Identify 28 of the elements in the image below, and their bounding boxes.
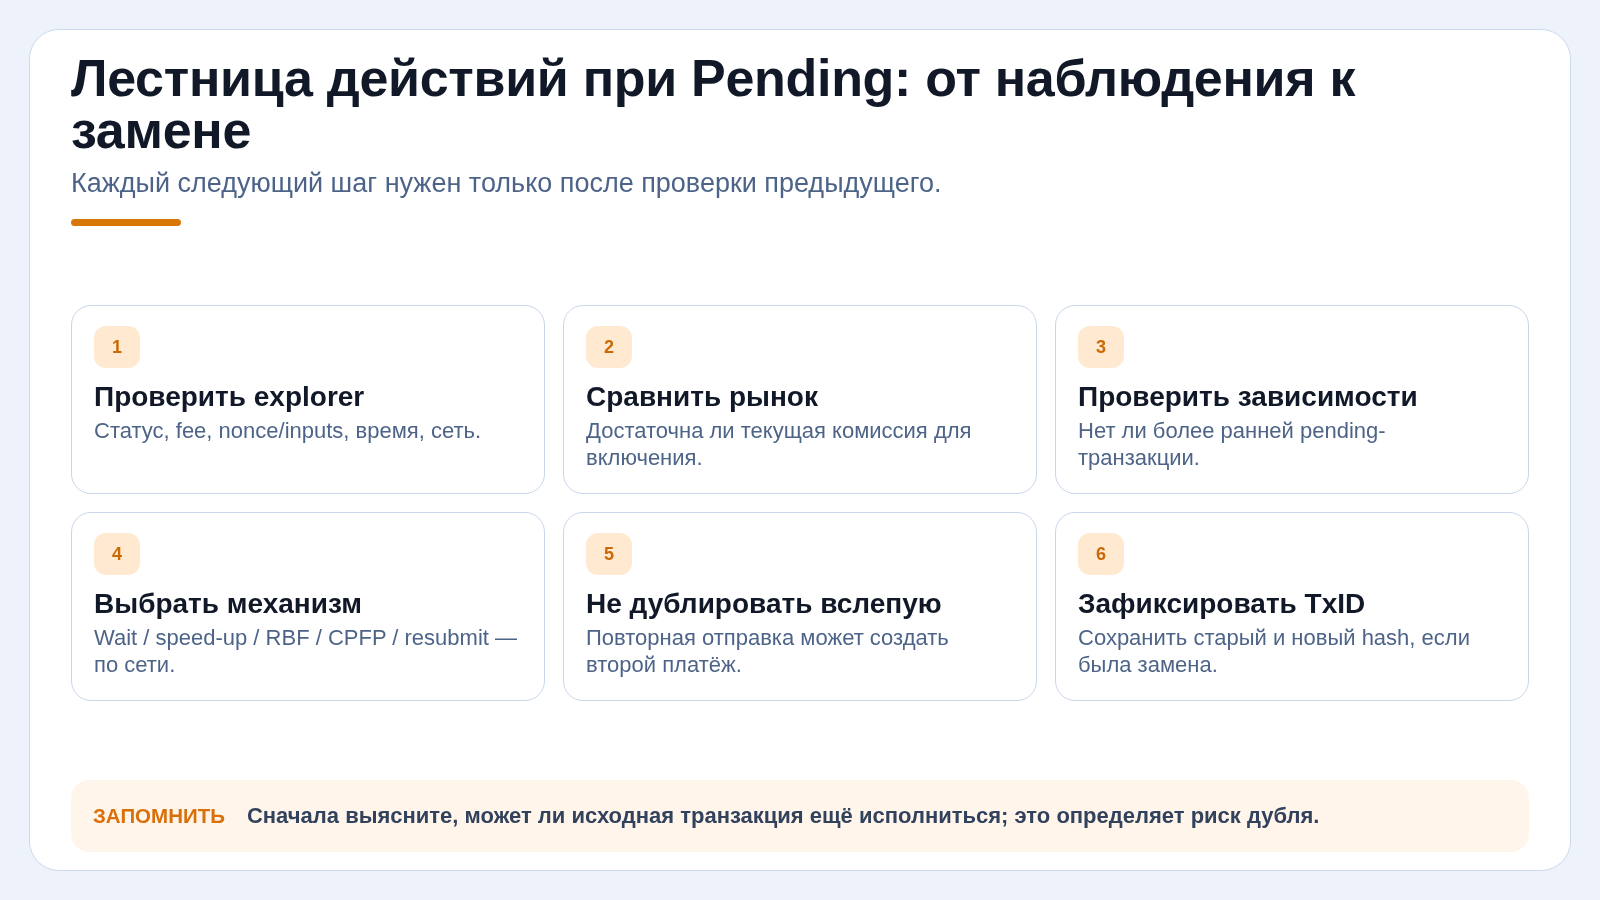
step-title: Не дублировать вслепую	[586, 587, 942, 621]
subtitle: Каждый следующий шаг нужен только после проверки предыдущего.	[71, 167, 942, 199]
step-card	[71, 512, 545, 701]
note-label: ЗАПОМНИТЬ	[93, 804, 225, 828]
step-title: Сравнить рынок	[586, 380, 818, 414]
step-description: Нет ли более ранней pending-транзакции.	[1078, 417, 1387, 471]
step-card	[1055, 512, 1529, 701]
step-title: Проверить explorer	[94, 380, 365, 414]
title: Лестница действий при Pending: от наблюдения к замене	[71, 52, 1357, 156]
step-description: Сохранить старый и новый hash, если была замена.	[1078, 624, 1471, 678]
step-number: 1	[94, 326, 140, 368]
step-title: Зафиксировать TxID	[1078, 587, 1366, 621]
step-card	[1055, 305, 1529, 494]
step-number: 4	[94, 533, 140, 575]
step-card	[71, 305, 545, 494]
step-description: Повторная отправка может создать второй платёж.	[586, 624, 950, 678]
step-number: 3	[1078, 326, 1124, 368]
step-number: 5	[586, 533, 632, 575]
step-title: Выбрать механизм	[94, 587, 362, 621]
step-card	[563, 305, 1037, 494]
step-description: Достаточна ли текущая комиссия для включения.	[586, 417, 973, 471]
step-description: Статус, fee, nonce/inputs, время, сеть.	[94, 417, 482, 444]
note-text: Сначала выясните, может ли исходная транзакция ещё исполниться; это определяет риск дубля.	[246, 803, 1320, 829]
step-number: 2	[586, 326, 632, 368]
step-title: Проверить зависимости	[1078, 380, 1418, 414]
step-description: Wait / speed-up / RBF / CPFP / resubmit — по сети.	[94, 624, 519, 678]
step-card	[563, 512, 1037, 701]
step-number: 6	[1078, 533, 1124, 575]
